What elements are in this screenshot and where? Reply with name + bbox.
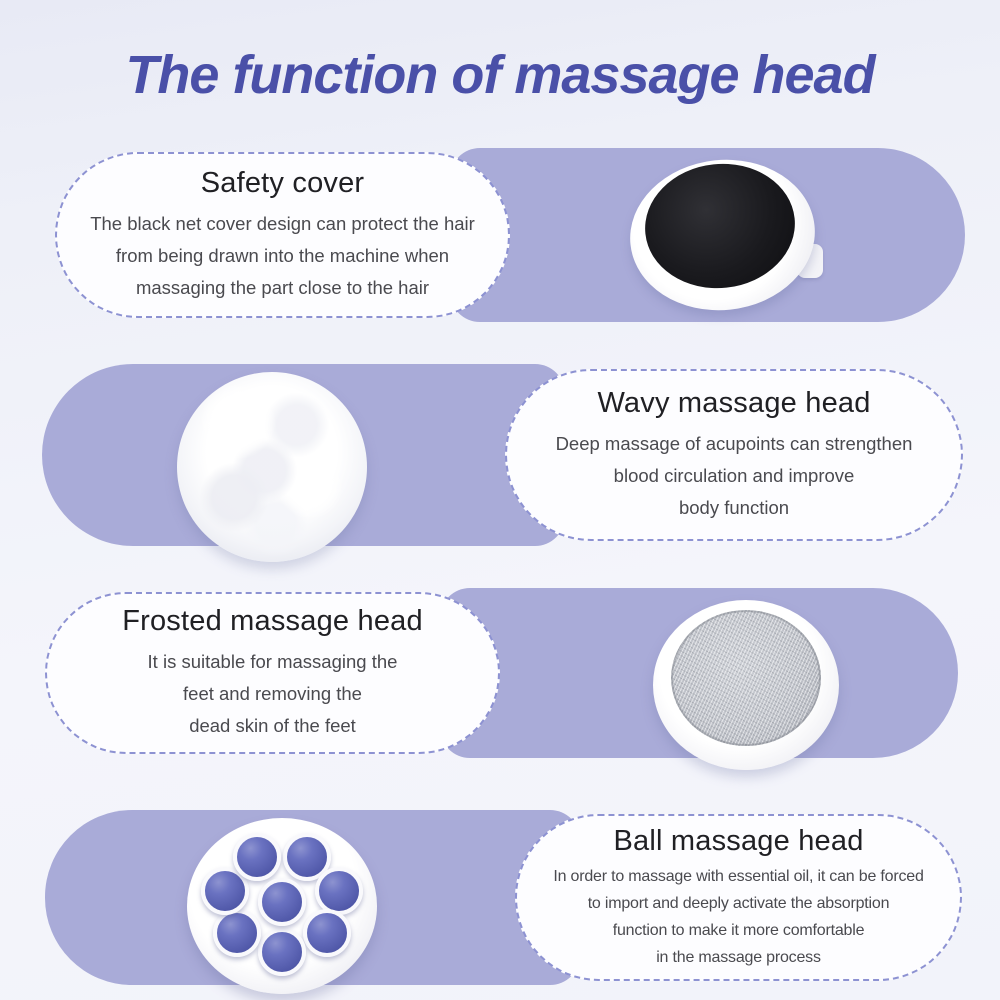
section-description-line: from being drawn into the machine when <box>115 244 450 266</box>
page-title: The function of massage head <box>125 45 875 106</box>
section-heading: Ball massage head <box>613 824 864 857</box>
wavy-massage-head-product-image <box>177 372 367 562</box>
section-safety-cover: Safety cover The black net cover design … <box>55 148 965 322</box>
blue-massage-ball <box>213 909 261 957</box>
section-description-line: dead skin of the feet <box>189 714 356 736</box>
blue-massage-ball <box>258 928 306 976</box>
section-description-line: to import and deeply activate the absorp… <box>587 894 890 912</box>
section-ball-massage-head: Ball massage head In order to massage wi… <box>45 810 962 994</box>
blue-massage-ball <box>233 833 281 881</box>
section-heading: Safety cover <box>200 166 365 199</box>
ball-massage-head-product-image <box>187 818 377 994</box>
section-frosted-massage-head: Frosted massage head It is suitable for … <box>45 588 958 770</box>
frosted-massage-head-product-image <box>653 600 839 770</box>
section-description-line: massaging the part close to the hair <box>135 276 430 298</box>
info-card: Frosted massage head It is suitable for … <box>45 592 500 754</box>
section-description-line: Deep massage of acupoints can strengthen <box>555 432 913 454</box>
safety-cover-product-image <box>622 150 823 320</box>
section-description-line: The black net cover design can protect t… <box>90 212 475 234</box>
section-description-line: blood circulation and improve <box>613 464 855 486</box>
section-description-line: feet and removing the <box>183 682 362 704</box>
section-description-line: body function <box>678 496 790 518</box>
blue-massage-ball <box>283 833 331 881</box>
info-card: Ball massage head In order to massage wi… <box>515 814 962 981</box>
blue-massage-ball <box>258 878 306 926</box>
blue-massage-ball <box>303 909 351 957</box>
frosted-gray-pad <box>671 610 821 746</box>
section-wavy-massage-head: Wavy massage head Deep massage of acupoi… <box>42 364 963 562</box>
section-description-line: It is suitable for massaging the <box>147 650 398 672</box>
section-description-line: function to make it more comfortable <box>612 921 865 939</box>
section-heading: Frosted massage head <box>122 604 423 637</box>
info-card: Safety cover The black net cover design … <box>55 152 510 318</box>
info-card: Wavy massage head Deep massage of acupoi… <box>505 369 963 541</box>
blue-massage-ball <box>315 867 363 915</box>
section-description-line: in the massage process <box>656 948 821 966</box>
section-description-line: In order to massage with essential oil, … <box>553 867 924 885</box>
section-heading: Wavy massage head <box>597 386 871 419</box>
